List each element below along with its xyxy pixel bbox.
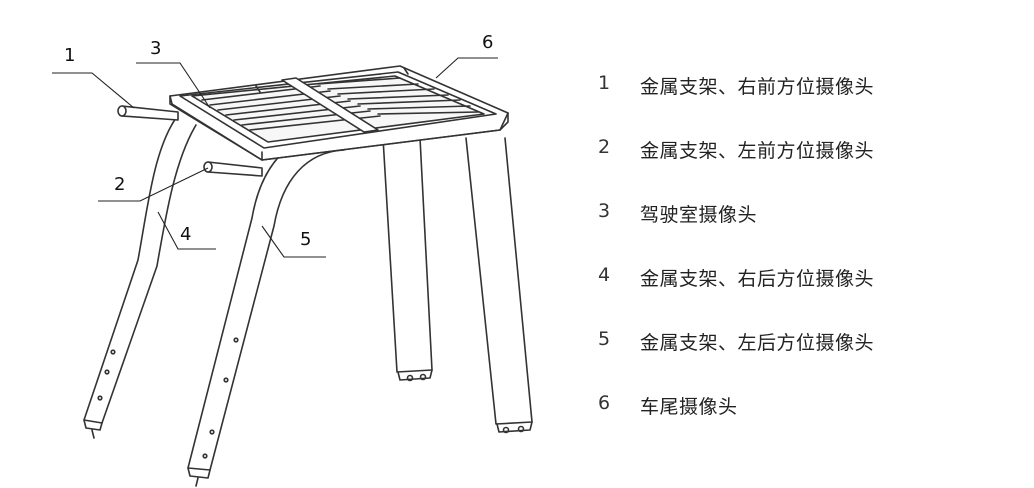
legend-label: 车尾摄像头	[640, 396, 738, 418]
legend-number: 6	[598, 392, 611, 414]
callout-number-1: 1	[64, 45, 75, 66]
legend-label: 金属支架、右前方位摄像头	[640, 76, 875, 98]
legend-item: 4 金属支架、右后方位摄像头	[598, 264, 874, 328]
legend-label: 金属支架、左后方位摄像头	[640, 332, 875, 354]
callout-number-6: 6	[482, 32, 493, 53]
component-legend: 1 金属支架、右前方位摄像头 2 金属支架、左前方位摄像头 3 驾驶室摄像头 4…	[598, 72, 874, 456]
legend-item: 1 金属支架、右前方位摄像头	[598, 72, 874, 136]
left-front-camera-arm	[203, 161, 263, 177]
legend-number: 4	[598, 264, 611, 286]
front-right-leg	[83, 117, 197, 439]
legend-item: 2 金属支架、左前方位摄像头	[598, 136, 874, 200]
legend-number: 2	[598, 136, 611, 158]
leader-line-2	[98, 167, 209, 202]
callout-number-2: 2	[114, 174, 125, 195]
camera-mount-frame-diagram: 1 2 3 4 5 6	[52, 32, 533, 487]
legend-item: 6 车尾摄像头	[598, 392, 874, 456]
legend-number: 3	[598, 200, 611, 222]
leader-line-4	[157, 211, 216, 250]
rear-left-post	[382, 137, 433, 382]
callout-number-5: 5	[300, 229, 311, 250]
front-left-leg	[187, 130, 345, 487]
legend-label: 金属支架、左前方位摄像头	[640, 140, 875, 162]
leader-line-1	[52, 72, 135, 109]
leader-line-3	[136, 62, 211, 109]
leader-line-5	[261, 225, 326, 258]
legend-item: 5 金属支架、左后方位摄像头	[598, 328, 874, 392]
right-front-camera-arm	[117, 105, 179, 121]
callout-number-4: 4	[180, 224, 191, 245]
legend-label: 驾驶室摄像头	[640, 204, 758, 226]
rear-right-post	[465, 137, 533, 434]
roof-rack	[169, 65, 509, 161]
legend-number: 5	[598, 328, 611, 350]
callout-number-3: 3	[150, 38, 161, 59]
frame-drawing	[83, 65, 533, 487]
leader-lines	[52, 57, 498, 258]
legend-number: 1	[598, 72, 611, 94]
legend-item: 3 驾驶室摄像头	[598, 200, 874, 264]
leader-line-6	[435, 57, 498, 79]
legend-label: 金属支架、右后方位摄像头	[640, 268, 875, 290]
